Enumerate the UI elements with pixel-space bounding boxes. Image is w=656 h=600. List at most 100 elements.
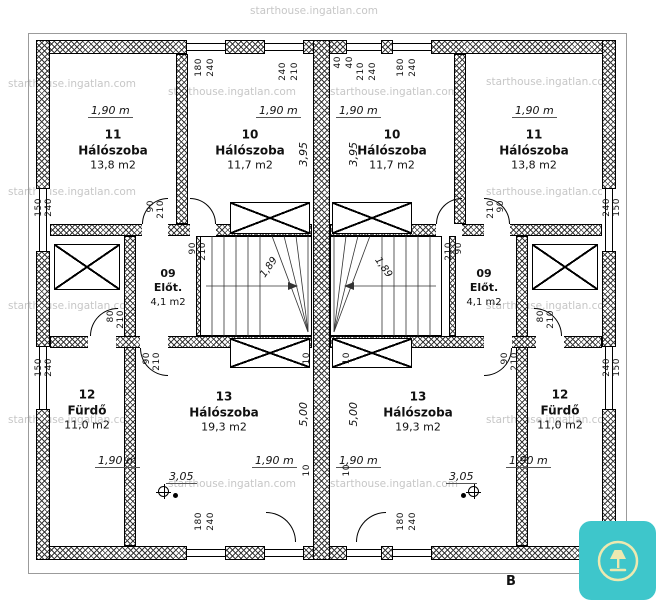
- room-area: 19,3 m2: [395, 420, 441, 434]
- dim-label: 1,90 m: [336, 454, 381, 468]
- watermark: starthouse.ingatlan.com: [8, 78, 137, 90]
- room-label-12-left: 12 Fürdő 11,0 m2: [64, 387, 110, 432]
- dimension-line: [28, 33, 626, 34]
- ceiling-point-dot-icon: [173, 493, 178, 498]
- room-number: 11: [104, 127, 122, 142]
- room-label-11-right: 11 Hálószoba 13,8 m2: [499, 127, 569, 172]
- opening-size-label: 90: [142, 352, 152, 365]
- room-name: Fürdő: [540, 402, 580, 417]
- opening-size-label: 150: [34, 198, 44, 217]
- window: [36, 346, 50, 410]
- window: [346, 40, 382, 54]
- wall-left: [36, 40, 50, 560]
- door-swing-arc: [356, 512, 386, 542]
- room-name: Hálószoba: [383, 404, 453, 419]
- opening-size-label: 210: [290, 62, 300, 81]
- door-opening: [536, 336, 564, 348]
- lamp-icon: [597, 540, 638, 581]
- watermark: starthouse.ingatlan.com: [330, 478, 459, 490]
- opening-size-label: 240: [278, 62, 288, 81]
- wall-right-hall-partition: [449, 236, 456, 336]
- room-name: Előt.: [469, 281, 499, 295]
- dim-label: 3,95: [347, 142, 360, 167]
- dim-label: 3,05: [446, 470, 477, 484]
- door-opening: [190, 224, 216, 236]
- dim-label: 1,90 m: [88, 104, 133, 118]
- window: [602, 346, 616, 410]
- room-area: 11,7 m2: [227, 158, 273, 172]
- door-opening: [484, 336, 512, 348]
- room-name: Fürdő: [67, 402, 107, 417]
- room-number: 13: [409, 389, 427, 404]
- dimension-line: [626, 33, 627, 573]
- watermark: starthouse.ingatlan.com: [486, 186, 615, 198]
- room-area: 13,8 m2: [511, 158, 557, 172]
- wall-left-horizontal-lower: [50, 336, 312, 348]
- dim-label: 5,00: [347, 402, 360, 427]
- room-number: 09: [160, 267, 176, 281]
- room-number: 10: [241, 127, 259, 142]
- door-swing-arc: [266, 512, 296, 542]
- window: [186, 40, 226, 54]
- opening-size-label: 210: [546, 310, 556, 329]
- room-area: 4,1 m2: [466, 296, 502, 308]
- door-opening: [88, 336, 116, 348]
- room-number: 11: [525, 127, 543, 142]
- window: [346, 546, 382, 560]
- watermark: starthouse.ingatlan.com: [486, 76, 615, 88]
- opening-size-label: 240: [44, 198, 54, 217]
- window: [602, 188, 616, 252]
- door-opening: [484, 224, 510, 236]
- room-label-13-left: 13 Hálószoba 19,3 m2: [189, 389, 259, 434]
- opening-size-label: 150: [34, 358, 44, 377]
- shaft-x-box: [230, 338, 310, 368]
- window: [392, 546, 432, 560]
- window: [186, 546, 226, 560]
- wall-center-party: [313, 40, 330, 560]
- watermark: starthouse.ingatlan.com: [250, 5, 379, 17]
- wall-thickness-label: 10: [302, 352, 312, 365]
- opening-size-label: 240: [602, 358, 612, 377]
- room-label-09-left: 09 Előt. 4,1 m2: [150, 267, 185, 309]
- dim-label: 5,00: [297, 402, 310, 427]
- dim-label: 1,90 m: [252, 454, 297, 468]
- window: [264, 40, 304, 54]
- opening-size-label: 90: [188, 242, 198, 255]
- opening-size-label: 40: [345, 56, 355, 69]
- room-area: 19,3 m2: [201, 420, 247, 434]
- opening-size-label: 150: [612, 198, 622, 217]
- room-area: 11,0 m2: [64, 418, 110, 432]
- dim-label: 3,95: [297, 142, 310, 167]
- room-name: Hálószoba: [499, 142, 569, 157]
- room-name: Hálószoba: [189, 404, 259, 419]
- room-number: 10: [383, 127, 401, 142]
- opening-size-label: 210: [116, 310, 126, 329]
- door-opening: [436, 224, 462, 236]
- wall-thickness-label: 10: [302, 464, 312, 477]
- opening-size-label: 90: [496, 200, 506, 213]
- opening-size-label: 210: [486, 200, 496, 219]
- room-number: 09: [476, 267, 492, 281]
- window: [392, 40, 432, 54]
- opening-size-label: 90: [146, 200, 156, 213]
- room-area: 13,8 m2: [90, 158, 136, 172]
- shaft-x-box: [54, 244, 120, 290]
- room-label-13-right: 13 Hálószoba 19,3 m2: [383, 389, 453, 434]
- opening-size-label: 240: [206, 58, 216, 77]
- opening-size-label: 210: [356, 62, 366, 81]
- room-label-10-left: 10 Hálószoba 11,7 m2: [215, 127, 285, 172]
- room-name: Előt.: [153, 281, 183, 295]
- opening-size-label: 210: [198, 242, 208, 261]
- door-swing-arc: [190, 198, 216, 224]
- section-marker: B: [506, 574, 516, 589]
- room-name: Hálószoba: [357, 142, 427, 157]
- room-name: Hálószoba: [215, 142, 285, 157]
- room-area: 11,7 m2: [369, 158, 415, 172]
- dim-label: 1,90 m: [506, 454, 551, 468]
- wall-right-horizontal-upper: [330, 224, 602, 236]
- shaft-x-box: [332, 338, 412, 368]
- room-number: 12: [78, 387, 96, 402]
- ceiling-point-dot-icon: [461, 493, 466, 498]
- dim-label: 1,90 m: [512, 104, 557, 118]
- opening-size-label: 240: [44, 358, 54, 377]
